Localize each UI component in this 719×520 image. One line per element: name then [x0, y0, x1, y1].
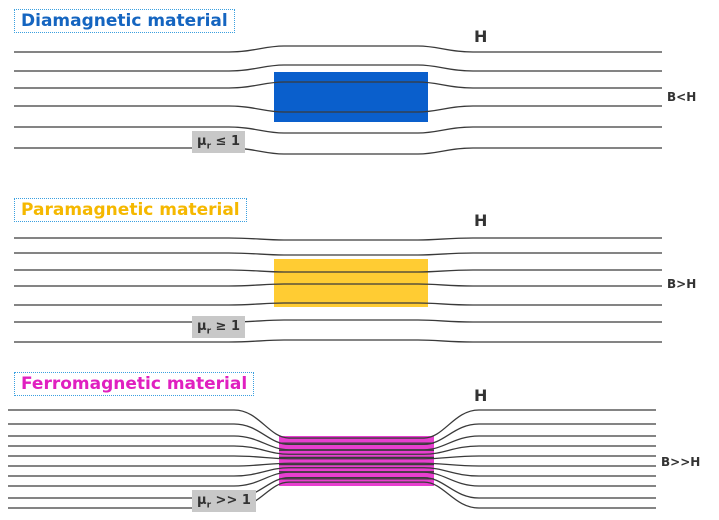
mu-subscript: r	[206, 500, 212, 511]
diamagnetic-field-line	[14, 105, 662, 113]
paramagnetic-field-line	[14, 237, 662, 241]
paramagnetic-material-block	[274, 259, 428, 307]
paramagnetic-field-line	[14, 283, 662, 287]
diamagnetic-field-line	[14, 81, 662, 89]
paramagnetic-field-line	[14, 269, 662, 273]
diamagnetic-title: Diamagnetic material	[14, 9, 235, 33]
mu-symbol: μ	[197, 134, 207, 149]
paramagnetic-field-line	[14, 319, 662, 323]
ferromagnetic-field-line	[8, 455, 656, 460]
diamagnetic-field-line	[14, 147, 662, 155]
mu-relation: >> 1	[211, 493, 251, 508]
paramagnetic-field-line	[14, 339, 662, 343]
diamagnetic-material-block	[274, 72, 428, 122]
diamagnetic-mu-badge: μr ≤ 1	[192, 131, 246, 153]
mu-subscript: r	[206, 141, 212, 152]
ferromagnetic-field-line	[8, 423, 656, 445]
diamagnetic-field-line	[14, 64, 662, 72]
ferromagnetic-h-label: H	[474, 386, 488, 405]
ferromagnetic-mu-badge: μr >> 1	[192, 490, 256, 512]
diamagnetic-b-label: B<H	[667, 90, 697, 104]
diamagnetic-field-line	[14, 45, 662, 53]
mu-relation: ≥ 1	[211, 319, 241, 334]
ferromagnetic-field-line	[8, 462, 656, 467]
mu-symbol: μ	[197, 319, 207, 334]
mu-symbol: μ	[197, 493, 207, 508]
diamagnetic-h-label: H	[474, 27, 488, 46]
ferromagnetic-field-line	[8, 409, 656, 439]
paramagnetic-field-line	[14, 302, 662, 306]
paramagnetic-title: Paramagnetic material	[14, 198, 247, 222]
paramagnetic-mu-badge: μr ≥ 1	[192, 316, 246, 338]
diamagnetic-field-line	[14, 126, 662, 134]
paramagnetic-b-label: B>H	[667, 277, 697, 291]
ferromagnetic-title: Ferromagnetic material	[14, 372, 255, 396]
ferromagnetic-field-line	[8, 467, 656, 477]
mu-relation: ≤ 1	[211, 134, 241, 149]
ferromagnetic-b-label: B>>H	[661, 455, 701, 469]
paramagnetic-h-label: H	[474, 211, 488, 230]
ferromagnetic-field-line	[8, 445, 656, 455]
paramagnetic-field-line	[14, 252, 662, 256]
mu-subscript: r	[206, 326, 212, 337]
